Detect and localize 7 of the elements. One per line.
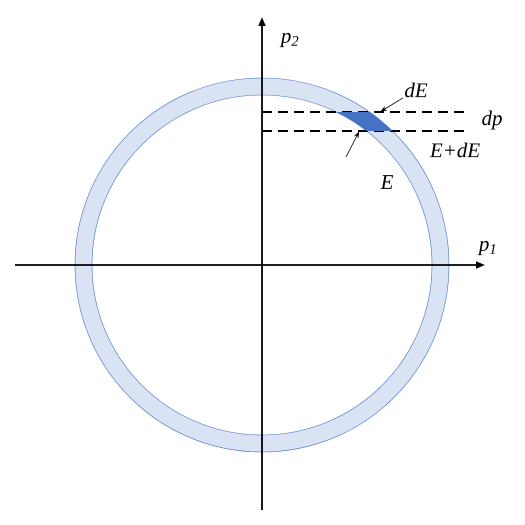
shaded-patch: [336, 112, 392, 131]
text-label: dp: [482, 110, 502, 130]
text-label: E: [380, 175, 394, 189]
text-label: E+dE: [430, 142, 480, 158]
axis-label: p$_{2}$: [280, 32, 298, 48]
text-label: dE: [405, 82, 428, 98]
axis-label: p$_{1}$: [478, 240, 496, 256]
